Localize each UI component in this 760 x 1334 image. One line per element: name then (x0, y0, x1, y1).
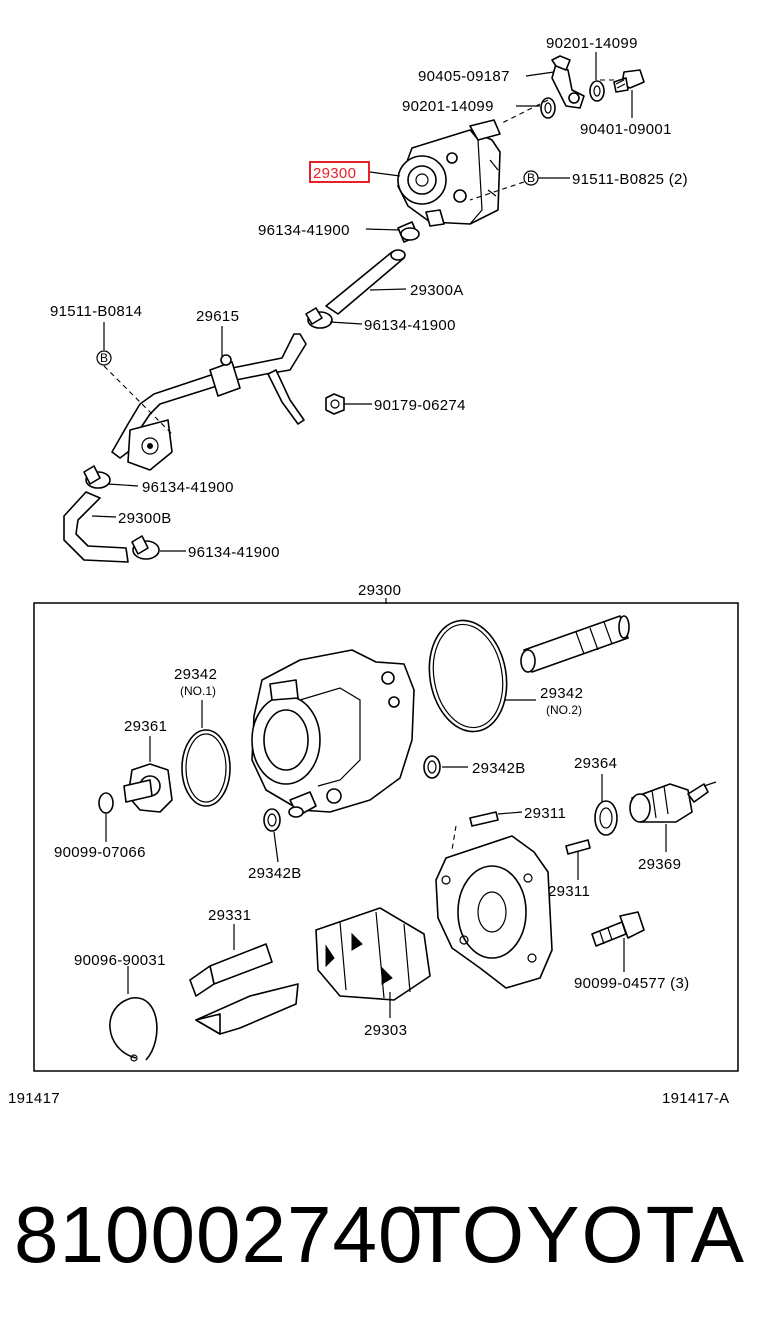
upper-assembly: B B (50, 35, 688, 563)
end-cover-plate (435, 835, 553, 989)
label-96134-41900-c: 96134-41900 (142, 479, 234, 496)
snap-ring-small (98, 792, 114, 814)
union-fitting (551, 55, 585, 109)
highlight-box (309, 161, 370, 183)
label-91511-B0814: 91511-B0814 (50, 303, 142, 320)
hose-clamp-b (305, 307, 333, 329)
label-91511-B0825: 91511-B0825 (2) (572, 171, 688, 188)
label-29300-highlight[interactable]: 29300 (313, 165, 356, 182)
label-29311-bottom: 29311 (548, 883, 590, 900)
label-96134-41900-d: 96134-41900 (188, 544, 280, 561)
vacuum-pump-body (397, 119, 501, 227)
bolt-marker-upper: B (523, 170, 539, 186)
bolt-marker-left: B (96, 350, 112, 366)
coupling-29361 (123, 763, 173, 813)
label-29342B-right: 29342B (472, 760, 526, 777)
vanes-29331 (189, 943, 299, 1035)
footer: 810002740 TOYOTA (0, 1180, 760, 1290)
diagram-code-right: 191417-A (662, 1090, 729, 1107)
label-29342-no1: 29342 (174, 666, 217, 683)
label-90405-09187: 90405-09187 (418, 68, 510, 85)
pump-housing (251, 649, 415, 818)
box-leader-lines (105, 699, 667, 1018)
label-29615: 29615 (196, 308, 239, 325)
label-90201-14099-mid: 90201-14099 (402, 98, 494, 115)
oring-no2 (428, 619, 508, 733)
gasket-29364 (594, 800, 618, 836)
brand-name: TOYOTA (412, 1190, 746, 1279)
label-96134-41900-b: 96134-41900 (364, 317, 456, 334)
label-29342-no1-sub: (NO.1) (180, 684, 216, 698)
label-29342B-lower: 29342B (248, 865, 302, 882)
pin-29311-bottom (565, 839, 591, 855)
diagram-code-left: 191417 (8, 1090, 60, 1107)
label-29369: 29369 (638, 856, 681, 873)
oring-no1 (181, 729, 231, 807)
label-29361: 29361 (124, 718, 167, 735)
gasket-top (589, 80, 605, 102)
label-29300A: 29300A (410, 282, 464, 299)
label-90099-07066: 90099-07066 (54, 844, 146, 861)
sensor-29369 (629, 781, 717, 823)
box-title: 29300 (358, 582, 401, 599)
oring-29342B-lower (263, 808, 281, 832)
label-90179-06274: 90179-06274 (374, 397, 466, 414)
snap-ring-90096 (109, 997, 158, 1061)
label-96134-41900-a: 96134-41900 (258, 222, 350, 239)
part-number: 810002740 (14, 1190, 424, 1279)
label-90096-90031: 90096-90031 (74, 952, 166, 969)
upper-leader-lines (91, 52, 633, 552)
label-90401-09001: 90401-09001 (580, 121, 672, 138)
union-bolt (613, 69, 645, 93)
label-29342-no2-sub: (NO.2) (546, 703, 582, 717)
vacuum-pipe-29615 (111, 333, 307, 471)
hose-29300B (63, 491, 129, 563)
label-29331: 29331 (208, 907, 251, 924)
bolt-90099-04577 (591, 911, 645, 947)
nut-90179-06274 (325, 393, 345, 415)
drive-shaft (520, 615, 630, 673)
bolt-marker-left-text: B (100, 351, 108, 365)
hose-clamp-d (131, 535, 160, 560)
label-90201-14099-top: 90201-14099 (546, 35, 638, 52)
rotor-29303 (315, 907, 431, 1001)
gasket-mid (540, 97, 556, 119)
oring-29342B-right (423, 755, 441, 779)
label-29364: 29364 (574, 755, 617, 772)
label-29311-top: 29311 (524, 805, 566, 822)
label-29303: 29303 (364, 1022, 407, 1039)
label-90099-04577: 90099-04577 (3) (574, 975, 689, 992)
hose-clamp-a (397, 221, 420, 243)
pin-29311-top (469, 811, 499, 827)
hose-clamp-c (83, 465, 111, 489)
exploded-box: 29300 (33, 582, 739, 1072)
label-29342-no2: 29342 (540, 685, 583, 702)
label-29300B: 29300B (118, 510, 172, 527)
box-frame (33, 602, 739, 1072)
hose-29300A (325, 249, 406, 315)
bolt-marker-upper-text: B (527, 171, 535, 185)
